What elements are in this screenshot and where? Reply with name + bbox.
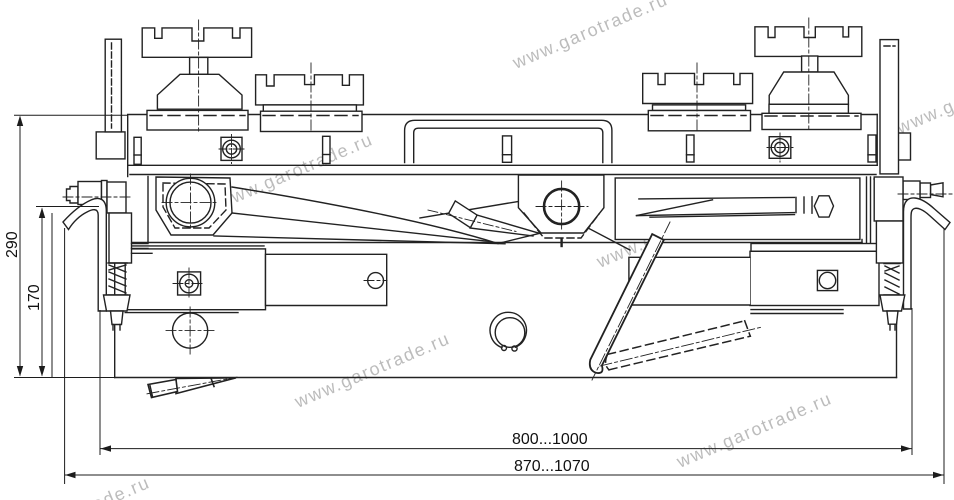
svg-text:290: 290 — [4, 231, 21, 258]
svg-text:800...1000: 800...1000 — [512, 431, 588, 448]
svg-text:870...1070: 870...1070 — [514, 458, 590, 475]
svg-text:170: 170 — [26, 284, 43, 311]
